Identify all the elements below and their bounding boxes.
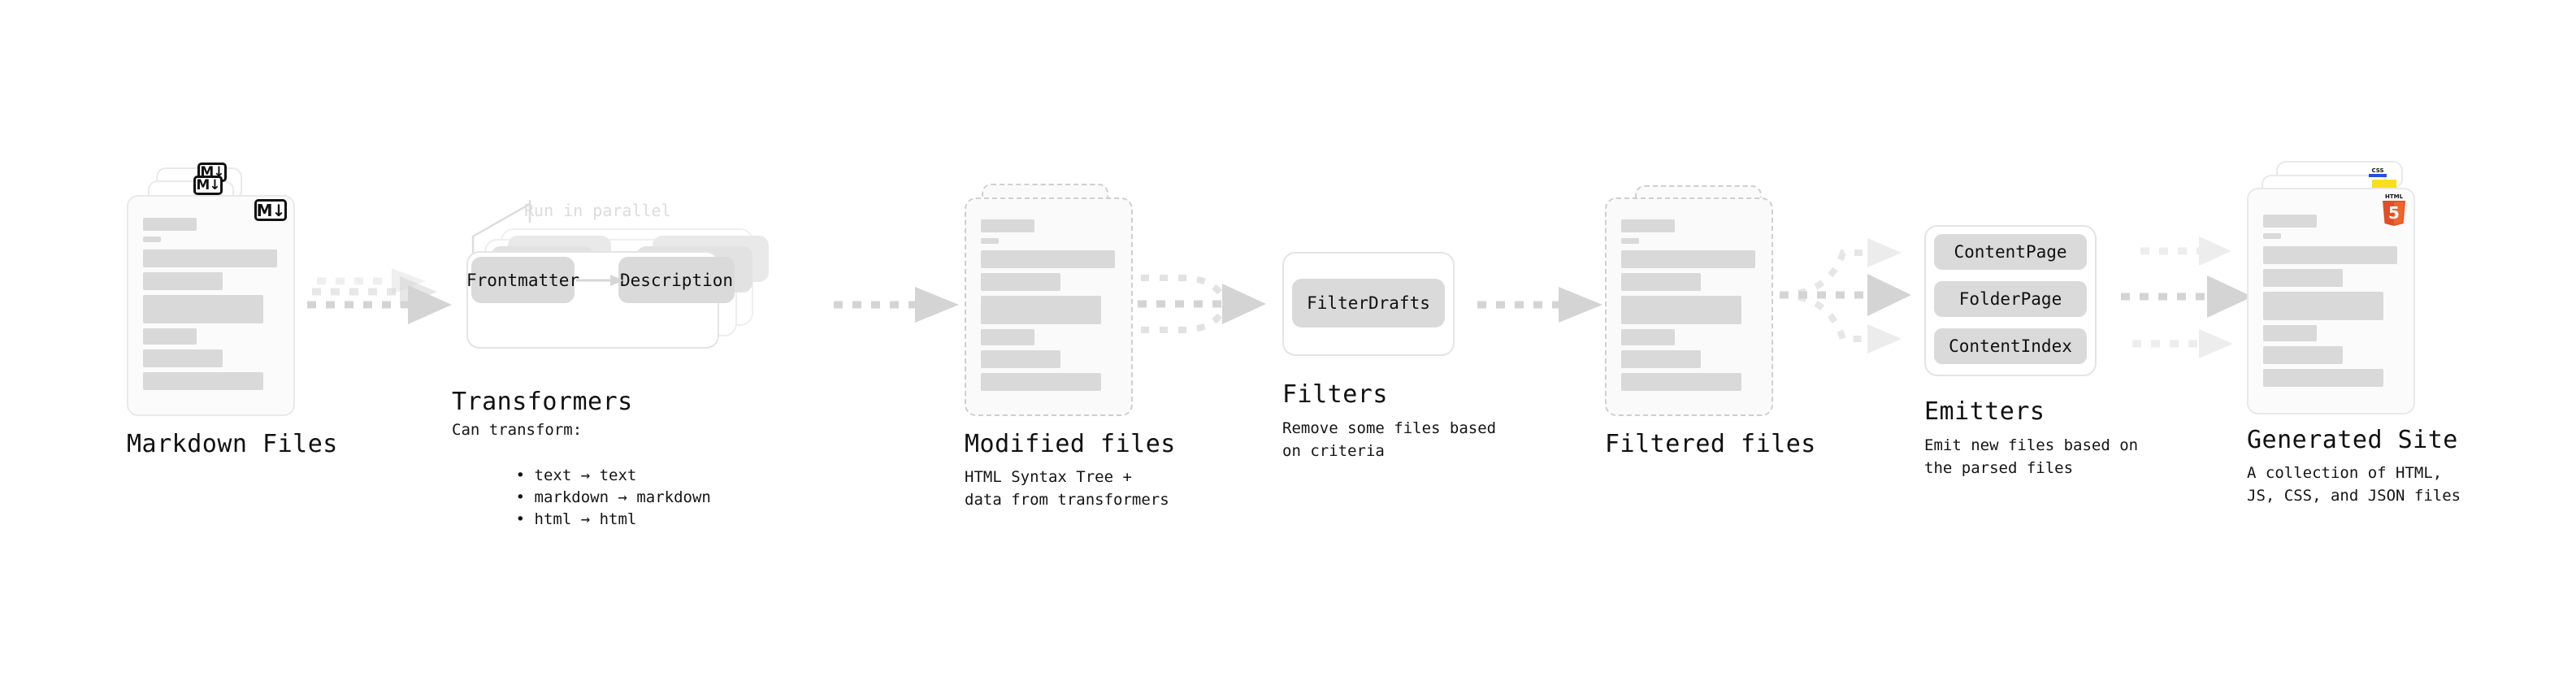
skeleton-bar xyxy=(1621,250,1755,268)
transformer-node-frontmatter[interactable]: Frontmatter xyxy=(466,257,579,303)
emitters-node-contentpage[interactable]: ContentPage xyxy=(1934,234,2087,270)
bullet-glyph: • xyxy=(515,466,535,484)
skeleton-bar xyxy=(1621,238,1639,244)
emitters-node-contentindex[interactable]: ContentIndex xyxy=(1934,328,2087,364)
skeleton-bar xyxy=(143,249,277,267)
skeleton-bar xyxy=(981,250,1115,268)
skeleton-bar xyxy=(2263,346,2343,364)
stage-title-emitters: Emitters xyxy=(1924,397,2045,426)
skeleton-bar xyxy=(143,295,263,323)
arrow-markdown-to-transformers xyxy=(307,268,452,324)
filters-node-filterdrafts[interactable]: FilterDrafts xyxy=(1292,279,1445,327)
skeleton-bar xyxy=(2263,369,2383,387)
modified-files-desc-line-1: data from transformers xyxy=(965,491,1169,509)
skeleton-bar xyxy=(143,236,161,242)
stage-title-filters: Filters xyxy=(1282,380,1388,409)
generated-site-desc-line-1: JS, CSS, and JSON files xyxy=(2247,487,2461,505)
skeleton-bar xyxy=(981,373,1101,391)
modified-file-card xyxy=(965,197,1133,416)
svg-text:HTML: HTML xyxy=(2385,193,2404,200)
generated-file-card xyxy=(2247,188,2415,414)
skeleton-bar xyxy=(143,272,223,290)
skeleton-bar xyxy=(143,372,263,390)
skeleton-bar xyxy=(2263,233,2281,239)
css3-icon: CSS xyxy=(2369,167,2387,177)
skeleton-bar xyxy=(143,218,197,231)
arrow-filtered-files-to-emitters xyxy=(1779,238,1911,354)
filters-desc-line-1: on criteria xyxy=(1282,442,1385,460)
skeleton-bar xyxy=(981,329,1034,345)
emitters-desc-line-1: the parsed files xyxy=(1924,459,2074,477)
filtered-file-card xyxy=(1605,197,1773,416)
skeleton-bar xyxy=(1621,350,1701,368)
emitters-node-folderpage[interactable]: FolderPage xyxy=(1934,281,2087,317)
bullet-glyph: • xyxy=(515,510,535,528)
html5-icon: HTML 5 xyxy=(2383,193,2405,226)
skeleton-bar xyxy=(981,296,1101,324)
skeleton-bar xyxy=(981,350,1060,368)
stage-title-filtered-files: Filtered files xyxy=(1605,430,1816,458)
transformer-node-description[interactable]: Description xyxy=(618,257,735,303)
bullet-glyph: • xyxy=(515,488,535,506)
stage-title-transformers: Transformers xyxy=(452,388,633,416)
stage-title-generated-site: Generated Site xyxy=(2247,426,2458,454)
skeleton-bar xyxy=(1621,296,1741,324)
arrow-emitters-to-generated-site xyxy=(2121,236,2253,358)
transformer-inner-arrow xyxy=(576,275,623,286)
skeleton-bar xyxy=(2263,246,2397,264)
stage-title-markdown-files: Markdown Files xyxy=(127,430,338,458)
run-in-parallel-bracket xyxy=(471,199,531,256)
skeleton-bar xyxy=(2263,269,2343,287)
skeleton-bar xyxy=(1621,329,1675,345)
markdown-icon-ghost-1: M↓ xyxy=(193,176,223,195)
stage-title-modified-files: Modified files xyxy=(965,430,1176,458)
skeleton-bar xyxy=(1621,273,1701,291)
skeleton-bar xyxy=(2263,325,2317,341)
arrow-modified-files-to-filters xyxy=(1138,275,1266,333)
skeleton-bar xyxy=(1621,373,1741,391)
transformers-bullet-2: • html → html xyxy=(515,510,637,528)
skeleton-bar xyxy=(981,219,1034,232)
skeleton-bar xyxy=(981,273,1060,291)
svg-text:5: 5 xyxy=(2388,203,2400,223)
skeleton-bar xyxy=(1621,219,1675,232)
run-in-parallel-label: Run in parallel xyxy=(524,201,671,220)
skeleton-bar xyxy=(2263,215,2317,228)
transformers-bullet-0: • text → text xyxy=(515,466,637,484)
svg-text:CSS: CSS xyxy=(2371,167,2383,174)
skeleton-bar xyxy=(143,349,223,367)
modified-files-desc-line-0: HTML Syntax Tree + xyxy=(965,468,1132,486)
transformers-bullet-1: • markdown → markdown xyxy=(515,488,711,506)
skeleton-bar xyxy=(143,328,197,345)
emitters-desc-line-0: Emit new files based on xyxy=(1924,436,2139,454)
arrow-transformers-to-modified-files xyxy=(834,287,959,323)
skeleton-bar xyxy=(981,238,999,244)
markdown-icon: M↓ xyxy=(254,199,287,221)
transformers-desc-intro: Can transform: xyxy=(452,421,583,439)
skeleton-bar xyxy=(2263,292,2383,320)
generated-site-desc-line-0: A collection of HTML, xyxy=(2247,464,2443,482)
filters-desc-line-0: Remove some files based xyxy=(1282,419,1497,437)
markdown-file-card xyxy=(127,195,295,416)
arrow-filters-to-filtered-files xyxy=(1477,287,1602,323)
